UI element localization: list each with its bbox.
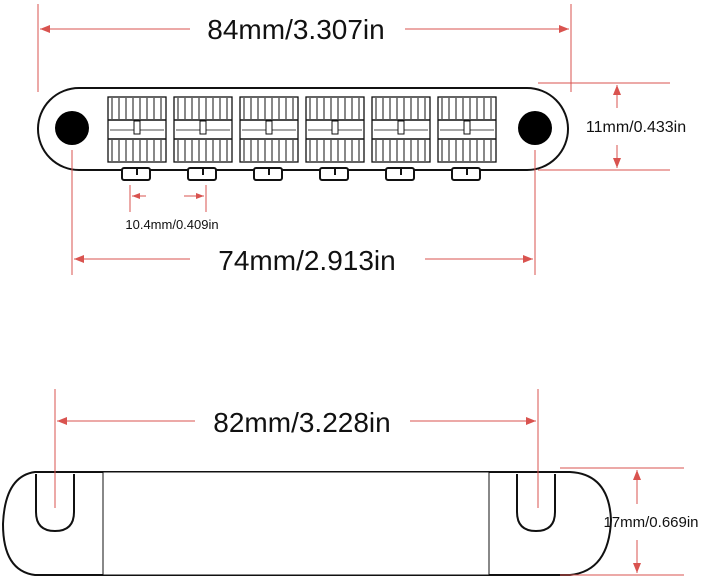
tailpiece-center-block [102, 471, 490, 576]
saddle-spacing-label: 10.4mm/0.409in [125, 217, 218, 232]
saddle-5 [371, 96, 431, 181]
bridge-post-left [55, 111, 89, 145]
tailpiece-stud-spacing-dimension: 82mm/3.228in [54, 389, 539, 508]
saddle-4 [305, 96, 365, 181]
bridge-post-right [518, 111, 552, 145]
saddle-notch [199, 120, 207, 135]
tailpiece-slot-right [516, 474, 556, 533]
bridge-drawing [37, 87, 569, 181]
tailpiece-stud-spacing-label: 82mm/3.228in [213, 407, 390, 438]
height-label: 11mm/0.433in [586, 119, 686, 136]
tailpiece-height-dimension: 17mm/0.669in [560, 467, 699, 576]
bridge-body [37, 87, 569, 171]
saddle-notch [331, 120, 339, 135]
tailpiece-drawing [1, 471, 613, 576]
post-spacing-dimension: 74mm/2.913in [71, 150, 536, 276]
overall-length-dimension: 84mm/3.307in [37, 4, 572, 92]
height-dimension: 11mm/0.433in [538, 82, 686, 171]
saddle-3 [239, 96, 299, 181]
saddle-notch [397, 120, 405, 135]
tailpiece-height-label: 17mm/0.669in [603, 514, 698, 531]
post-spacing-label: 74mm/2.913in [218, 245, 395, 276]
saddle-frame [239, 96, 299, 163]
saddle-frame [371, 96, 431, 163]
saddle-notch [133, 120, 141, 135]
saddle-spacing-dimension: 10.4mm/0.409in [125, 185, 219, 232]
saddle-1 [107, 96, 167, 181]
saddle-group [107, 96, 497, 181]
overall-length-label: 84mm/3.307in [207, 14, 384, 45]
saddle-notch [463, 120, 471, 135]
saddle-2 [173, 96, 233, 181]
saddle-6 [437, 96, 497, 181]
saddle-notch [265, 120, 273, 135]
